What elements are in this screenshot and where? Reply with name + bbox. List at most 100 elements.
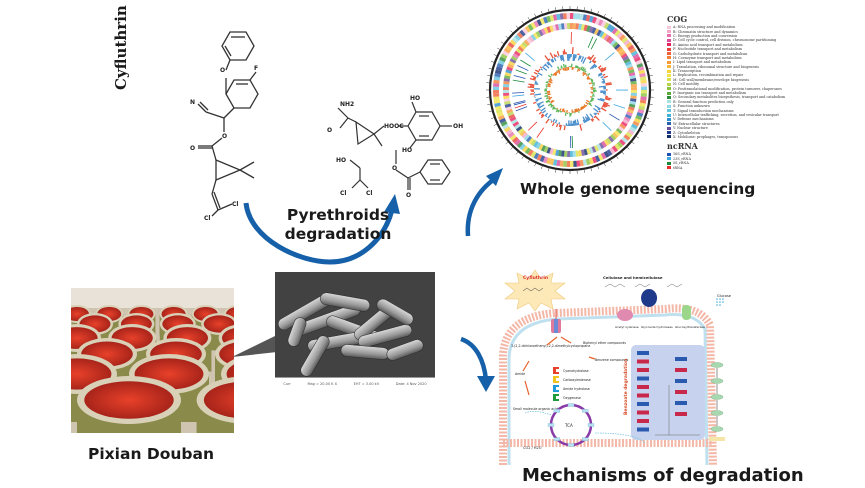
gc-skew-bar (578, 109, 581, 111)
sem-field: Date: 4 Nov 2020 (395, 381, 427, 386)
gc-skew-bar (586, 76, 590, 80)
cog-segment (586, 148, 591, 155)
atom-ho: HO (402, 147, 412, 154)
circos-tick (555, 168, 557, 173)
cog-segment (519, 43, 526, 50)
gc-skew-bar (586, 75, 589, 78)
gc-content-bar (548, 58, 551, 61)
gc-skew-bar (576, 68, 580, 72)
gc-skew-bar (555, 108, 558, 111)
enzyme-legend-label: Oxygenase (563, 396, 581, 400)
gc-skew-bar (564, 67, 567, 71)
legend-title-cog: COG (667, 14, 688, 24)
glucose-label: Glucose (717, 294, 731, 298)
ncrna-mark (512, 92, 525, 94)
cog-segment (549, 25, 554, 32)
cog-segment (596, 29, 602, 37)
legend-label: N: Cell motility (673, 82, 700, 87)
legend-label: Z: Cytoskeleton (673, 130, 700, 135)
cog-segment (516, 32, 524, 39)
gc-skew-bar (553, 73, 557, 77)
cog-segment (506, 108, 513, 114)
circos-tick (521, 155, 525, 159)
cog-segment (620, 53, 628, 59)
ncrna-mark (571, 135, 574, 148)
ncrna-legend-item: 16S_rRNA (667, 152, 792, 156)
pyrethroids-arrowhead (384, 194, 400, 214)
legend-label: U: Intracellular trafficking, secretion,… (673, 113, 779, 117)
ncrna-mark (602, 122, 612, 132)
acetyl-xylanase (617, 309, 633, 321)
cog-segment (502, 123, 510, 130)
cog-segment (606, 23, 613, 31)
cog-segment (525, 37, 532, 45)
gc-skew-bar (548, 97, 551, 100)
gc-content-bar (547, 61, 553, 68)
gc-content-bar (540, 114, 545, 119)
cog-legend-item: V: Defense mechanisms (667, 117, 792, 121)
gc-content-bar (529, 77, 536, 81)
circos-tick (534, 162, 537, 167)
gc-content-bar (549, 52, 554, 59)
cog-segment (623, 58, 631, 64)
gc-content-bar (597, 73, 603, 77)
legend-label: W: Extracellular structures (673, 121, 720, 126)
cog-legend-item: Y: Nuclear structure (667, 126, 792, 130)
phenoxy-ring (221, 31, 255, 61)
legend-swatch (667, 65, 671, 69)
intermediate-label: Biphenyl ether compounds (583, 341, 626, 345)
gc-skew-bar (548, 96, 553, 100)
gc-skew-bar (592, 94, 595, 97)
cog-segment (539, 155, 546, 163)
circos-tick (493, 123, 498, 126)
enzyme-shape (553, 367, 559, 374)
cog-segment (615, 128, 623, 135)
cog-segment (619, 123, 626, 130)
cog-segment (494, 102, 501, 108)
circos-tick (493, 54, 498, 57)
cog-segment (546, 147, 552, 154)
pyrethroids-arrow (243, 202, 395, 265)
cog-segment (494, 105, 502, 111)
sem-field: Mag = 20.00 K X (307, 381, 337, 386)
gc-skew-bar (574, 109, 577, 113)
cog-segment (540, 28, 547, 36)
genome-arrowhead (486, 168, 503, 186)
gc-content-bar (598, 72, 603, 76)
gc-content-bar (558, 122, 561, 125)
gc-skew-bar (546, 100, 550, 104)
atom-o: O (222, 133, 227, 140)
gc-content-bar (543, 64, 546, 67)
gc-content-bar (535, 97, 542, 101)
gc-skew-bar (559, 110, 562, 113)
gc-skew-bar (578, 69, 581, 72)
gc-skew-bar (548, 80, 553, 84)
ncrna-mark (609, 113, 620, 121)
pathway-enzyme-box (637, 359, 649, 364)
cog-segment (514, 50, 521, 57)
legend-label: I: Lipid transport and metabolism (673, 60, 731, 65)
gc-content-bar (586, 117, 590, 121)
cog-segment (610, 39, 617, 46)
cog-segment (509, 39, 517, 46)
gc-content-bar (605, 96, 612, 100)
gc-skew-bar (577, 66, 580, 69)
gc-skew-bar (550, 99, 554, 103)
gc-content-bar (551, 122, 555, 127)
cog-segment (593, 144, 600, 152)
chemical-structures: O F N O O Cl Cl NH2 O HO Cl Cl HO HOOC O… (190, 31, 463, 220)
gc-content-bar (602, 105, 606, 108)
glycoside-hydrolase (641, 289, 658, 307)
cog-legend-item: H: Coenzyme transport and metabolism (667, 56, 792, 60)
gc-skew-bar (588, 102, 593, 107)
atom-cl: Cl (366, 190, 372, 197)
cog-segment (586, 25, 591, 32)
ncrna-mark (515, 106, 528, 112)
cog-segment (494, 72, 501, 78)
legend-swatch (667, 100, 671, 104)
cog-segment (626, 111, 633, 117)
cog-segment (503, 47, 511, 54)
cog-segment (546, 26, 552, 33)
